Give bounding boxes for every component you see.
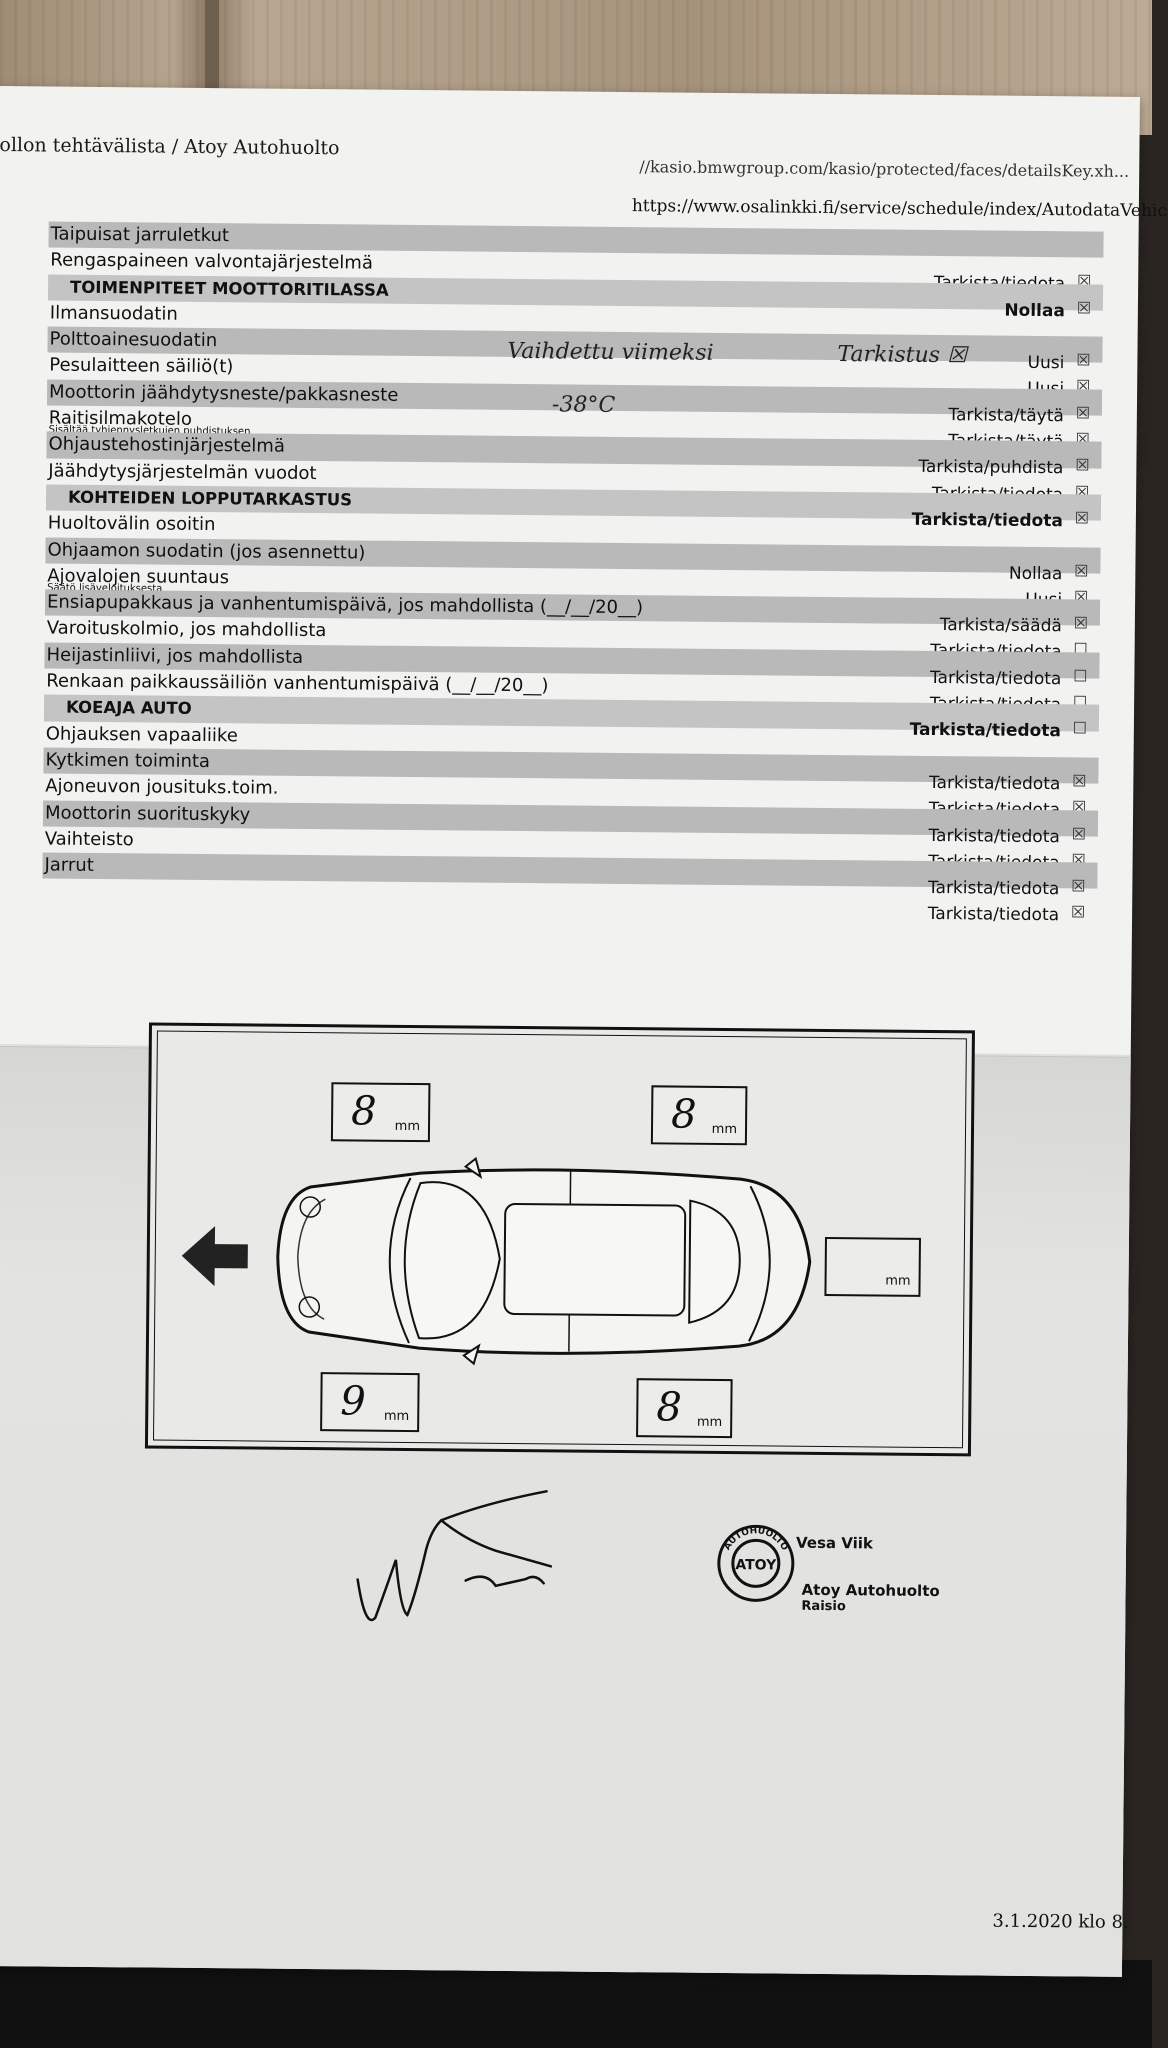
item-label: Huoltovälin osoitin (47, 512, 216, 536)
item-label: Ohjauksen vapaaliike (45, 723, 238, 746)
tyre-tread-diagram: 8 mm 8 mm mm 9 mm 8 mm (144, 1022, 975, 1457)
tyre-box-front-left: 8 mm (330, 1082, 431, 1143)
stamp-city: Raisio (801, 1598, 846, 1615)
tyre-value: 8 (350, 1088, 377, 1135)
item-label: Jarrut (44, 854, 94, 877)
car-topview-icon (276, 1156, 812, 1366)
tyre-unit: mm (383, 1408, 410, 1424)
item-label: Moottorin jäähdytysneste/pakkasneste (48, 381, 399, 406)
svg-text:ATOY: ATOY (735, 1557, 777, 1573)
tyre-value: 9 (340, 1378, 367, 1425)
item-label: Jäähdytysjärjestelmän vuodot (48, 460, 317, 484)
checked-checkbox-icon: ☒ (1070, 902, 1086, 922)
tyre-box-rear-left: 8 mm (650, 1085, 748, 1146)
arrow-left-icon (181, 1226, 248, 1287)
tyre-unit: mm (696, 1414, 723, 1430)
atoy-stamp-logo: AUTOHUOLTO ATOY (717, 1524, 795, 1602)
item-label: Polttoainesuodatin (49, 328, 218, 352)
item-label: Pesulaitteen säiliö(t) (49, 354, 234, 378)
item-label: Vaihteisto (44, 828, 134, 851)
item-label: Ilmansuodatin (49, 302, 178, 325)
item-label: Varoituskolmio, jos mahdollista (46, 617, 327, 642)
tyre-value: 8 (656, 1384, 683, 1431)
stamp-name: Vesa Viik (795, 1533, 873, 1553)
action-label: Tarkista/tiedota (927, 904, 1060, 926)
item-label: Ajoneuvon jousituks.toim. (45, 775, 279, 799)
section-title: KOEAJA AUTO (65, 698, 192, 719)
tyre-box-front-right: 9 mm (320, 1372, 420, 1433)
section-title: TOIMENPITEET MOOTTORITILASSA (69, 277, 389, 300)
tyre-box-rear-right: 8 mm (636, 1378, 733, 1439)
item-label: Ohjaamon suodatin (jos asennettu) (47, 539, 366, 564)
item-label: Taipuisat jarruletkut (50, 223, 230, 247)
tyre-box-spare: mm (824, 1236, 921, 1297)
item-label: Moottorin suorituskyky (44, 801, 251, 825)
stamp-company: Atoy Autohuolto (801, 1580, 940, 1601)
tyre-value: 8 (670, 1091, 697, 1138)
header-url-main: https://www.osalinkki.fi/service/schedul… (631, 196, 1167, 222)
tyre-unit: mm (711, 1121, 738, 1138)
print-date: 3.1.2020 klo 8. (992, 1910, 1129, 1933)
section-title: KOHTEIDEN LOPPUTARKASTUS (67, 487, 353, 510)
header-url-top: //kasio.bmwgroup.com/kasio/protected/fac… (639, 157, 1130, 181)
document-title: ollon tehtävälista / Atoy Autohuolto (0, 133, 340, 160)
tyre-unit: mm (394, 1118, 421, 1135)
item-label: Heijastinliivi, jos mahdollista (46, 644, 304, 668)
item-label: Ohjaustehostinjärjestelmä (48, 433, 286, 458)
service-checklist-paper: ollon tehtävälista / Atoy Autohuolto //k… (0, 86, 1167, 1977)
item-label: Kytkimen toiminta (45, 749, 211, 772)
technician-signature (356, 1490, 553, 1622)
item-label: Rengaspaineen valvontajärjestelmä (50, 249, 374, 274)
tyre-unit: mm (885, 1273, 911, 1289)
